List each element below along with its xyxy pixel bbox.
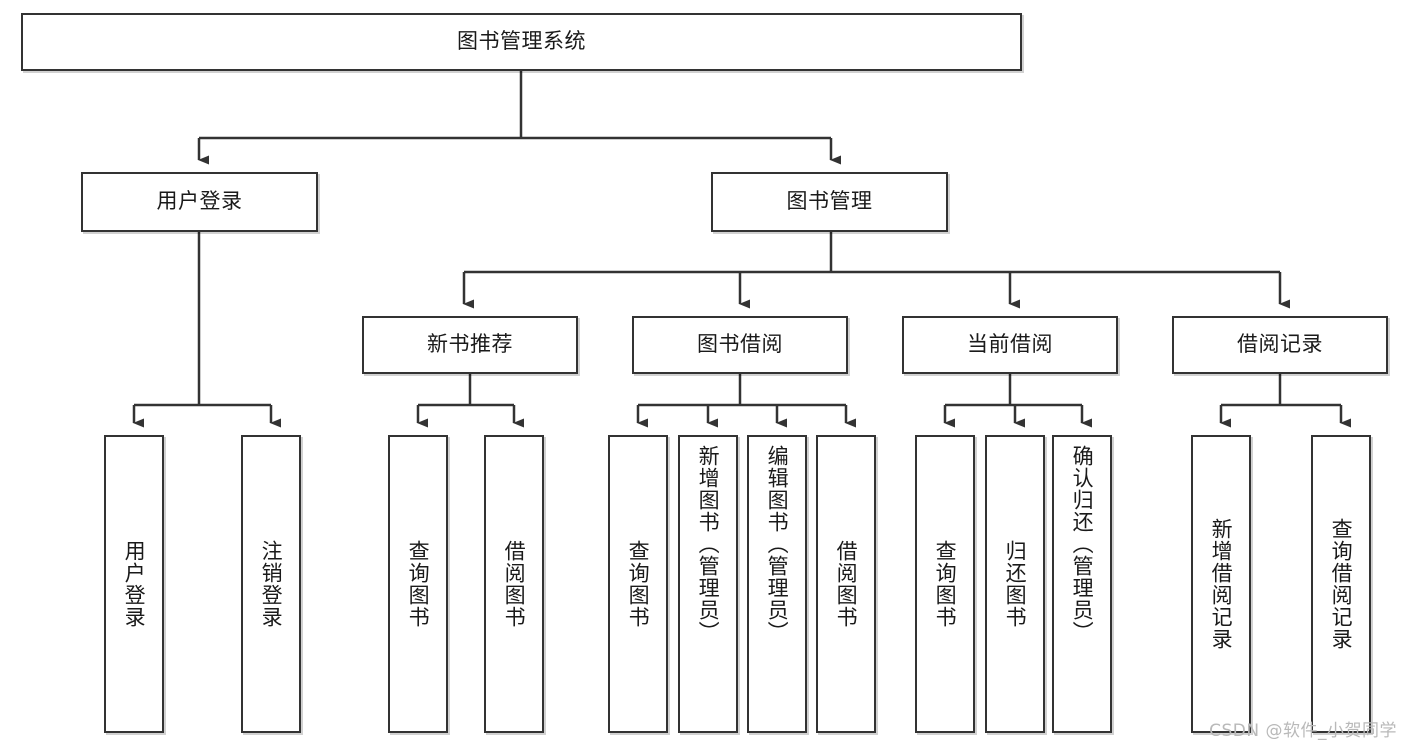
leaf-borrow-book-recommend[interactable]: 借阅图书 [484,435,544,733]
node-borrow-record[interactable]: 借阅记录 [1172,316,1388,374]
leaf-query-book-current-label: 查询图书 [933,540,958,628]
leaf-add-book-admin-label: 新增图书（管理员） [696,445,721,643]
leaf-query-borrow-record[interactable]: 查询借阅记录 [1311,435,1371,733]
leaf-query-book-recommend-label: 查询图书 [406,540,431,628]
leaf-add-borrow-record-label: 新增借阅记录 [1209,518,1234,650]
node-book-borrow-label: 图书借阅 [697,332,783,357]
leaf-edit-book-admin[interactable]: 编辑图书（管理员） [747,435,807,733]
leaf-query-book-recommend[interactable]: 查询图书 [388,435,448,733]
leaf-logout-login-label: 注销登录 [259,540,284,628]
node-root[interactable]: 图书管理系统 [21,13,1022,71]
leaf-add-book-admin[interactable]: 新增图书（管理员） [678,435,738,733]
node-user-login-label: 用户登录 [156,189,243,214]
node-current-borrow-label: 当前借阅 [967,332,1053,357]
node-new-book-recommend-label: 新书推荐 [427,332,513,357]
leaf-confirm-return-admin-label: 确认归还（管理员） [1070,445,1095,643]
leaf-query-book-borrow[interactable]: 查询图书 [608,435,668,733]
leaf-borrow-book-recommend-label: 借阅图书 [502,540,527,628]
leaf-user-login[interactable]: 用户登录 [104,435,164,733]
node-current-borrow[interactable]: 当前借阅 [902,316,1118,374]
watermark-text: CSDN @软件_小贺同学 [1209,721,1397,741]
leaf-add-borrow-record[interactable]: 新增借阅记录 [1191,435,1251,733]
leaf-user-login-label: 用户登录 [122,540,147,628]
leaf-query-borrow-record-label: 查询借阅记录 [1329,518,1354,650]
node-book-borrow[interactable]: 图书借阅 [632,316,848,374]
node-user-login[interactable]: 用户登录 [81,172,318,232]
leaf-borrow-book-label: 借阅图书 [834,540,859,628]
leaf-confirm-return-admin[interactable]: 确认归还（管理员） [1052,435,1112,733]
leaf-return-book[interactable]: 归还图书 [985,435,1045,733]
node-borrow-record-label: 借阅记录 [1237,332,1323,357]
node-new-book-recommend[interactable]: 新书推荐 [362,316,578,374]
leaf-query-book-current[interactable]: 查询图书 [915,435,975,733]
leaf-borrow-book[interactable]: 借阅图书 [816,435,876,733]
node-book-management[interactable]: 图书管理 [711,172,948,232]
node-book-management-label: 图书管理 [786,189,873,214]
leaf-logout-login[interactable]: 注销登录 [241,435,301,733]
leaf-return-book-label: 归还图书 [1003,540,1028,628]
leaf-query-book-borrow-label: 查询图书 [626,540,651,628]
node-root-label: 图书管理系统 [457,29,586,54]
leaf-edit-book-admin-label: 编辑图书（管理员） [765,445,790,643]
